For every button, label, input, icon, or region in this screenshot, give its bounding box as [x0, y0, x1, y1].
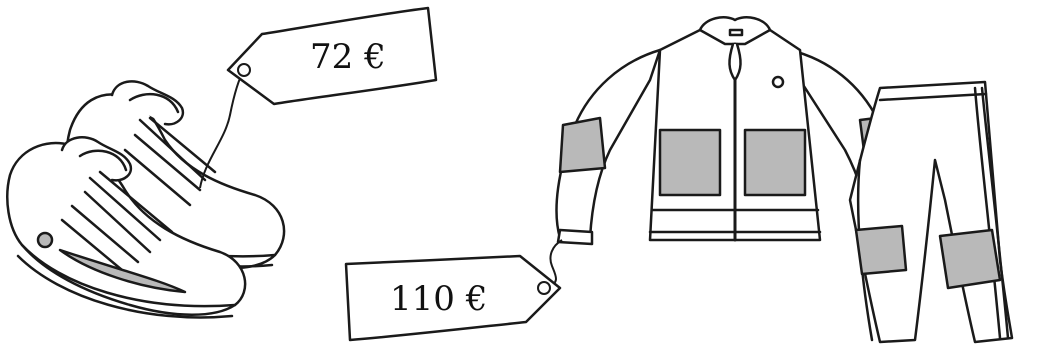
jacket-icon: [555, 16, 904, 246]
pants-icon: [848, 80, 1014, 344]
price-tag-icon: [226, 6, 438, 106]
price-label-tracksuit: 110 €: [390, 279, 487, 319]
price-label-sneakers: 72 €: [310, 37, 386, 77]
tag-string: [199, 69, 245, 189]
sneakers-icon: [6, 80, 286, 319]
price-tag-icon: [344, 254, 562, 342]
